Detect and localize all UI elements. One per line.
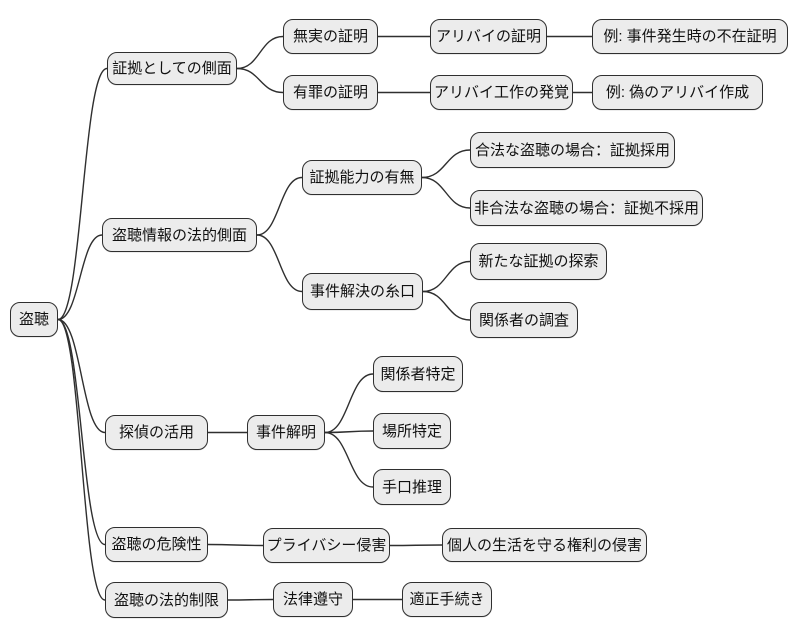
node-legal-limit: 盗聴の法的制限 [105,582,228,618]
node-root: 盗聴 [10,302,58,337]
node-rights-violation: 個人の生活を守る権利の侵害 [442,528,647,562]
node-illegal-rejected: 非合法な盗聴の場合：証拠不採用 [470,190,703,226]
edge-root-to-legal-limit [57,318,106,601]
node-case-clue: 事件解決の糸口 [302,273,423,310]
edge-case-clue-to-related-investigation [422,290,471,321]
edge-case-clue-to-new-evidence-search [422,260,471,293]
node-guilt-proof: 有罪の証明 [283,75,378,110]
node-innocence-proof: 無実の証明 [283,19,378,54]
edge-legal-aspect-to-case-clue [256,234,303,293]
edge-root-to-wiretap-danger [57,318,106,546]
edge-case-clarify-to-method-deduce [324,431,374,488]
node-due-process: 適正手続き [402,582,492,617]
node-place-identify: 場所特定 [373,413,451,449]
node-example-fake-alibi: 例: 偽のアリバイ作成 [592,75,763,110]
node-legal-aspect: 盗聴情報の法的側面 [102,218,257,252]
node-example-absence: 例: 事件発生時の不在証明 [592,19,788,54]
edge-evidence-capability-to-legal-adopted [421,149,471,179]
node-alibi-proof: アリバイの証明 [430,19,547,54]
node-evidence-aspect: 証拠としての側面 [107,52,237,85]
edge-legal-limit-to-law-compliance [227,598,274,601]
edge-root-to-evidence-aspect [57,67,108,321]
node-legal-adopted: 合法な盗聴の場合：証拠採用 [470,132,675,168]
edge-root-to-detective-use [57,318,106,434]
edge-privacy-violation-to-rights-violation [389,544,443,547]
edge-evidence-capability-to-illegal-rejected [421,176,471,209]
node-wiretap-danger: 盗聴の危険性 [105,527,208,562]
node-related-investigation: 関係者の調査 [470,302,578,338]
node-privacy-violation: プライバシー侵害 [263,528,390,563]
node-alibi-discovery: アリバイ工作の発覚 [430,75,573,110]
node-evidence-capability: 証拠能力の有無 [302,160,422,195]
edge-case-clarify-to-place-identify [324,430,374,434]
edge-root-to-legal-aspect [57,234,103,321]
edge-wiretap-danger-to-privacy-violation [207,543,264,547]
edge-legal-aspect-to-evidence-capability [256,176,303,236]
node-case-clarify: 事件解明 [247,415,325,450]
node-law-compliance: 法律遵守 [273,582,353,617]
edge-evidence-aspect-to-innocence-proof [236,35,284,70]
node-method-deduce: 手口推理 [373,469,451,505]
node-related-identify: 関係者特定 [373,356,463,392]
node-new-evidence-search: 新たな証拠の探索 [470,243,607,280]
edge-case-clarify-to-related-identify [324,373,374,434]
edge-evidence-aspect-to-guilt-proof [236,67,284,94]
node-detective-use: 探偵の活用 [105,415,208,450]
